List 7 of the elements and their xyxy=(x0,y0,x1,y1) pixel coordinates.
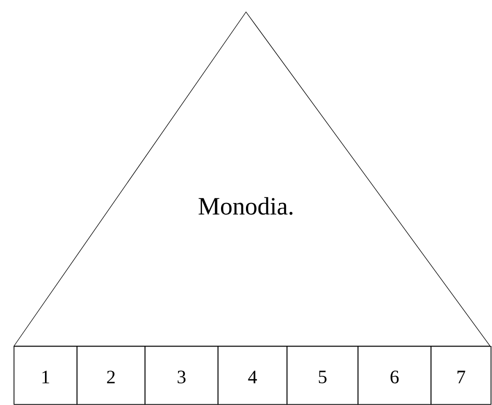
numbered-cell: 2 xyxy=(76,346,146,405)
numbered-cell: 3 xyxy=(144,346,218,405)
numbered-cell: 5 xyxy=(286,346,358,405)
numbered-cell: 7 xyxy=(430,346,492,405)
numbered-cell: 4 xyxy=(218,346,288,405)
numbered-cell: 1 xyxy=(14,346,78,405)
numbered-cell: 6 xyxy=(358,346,432,405)
